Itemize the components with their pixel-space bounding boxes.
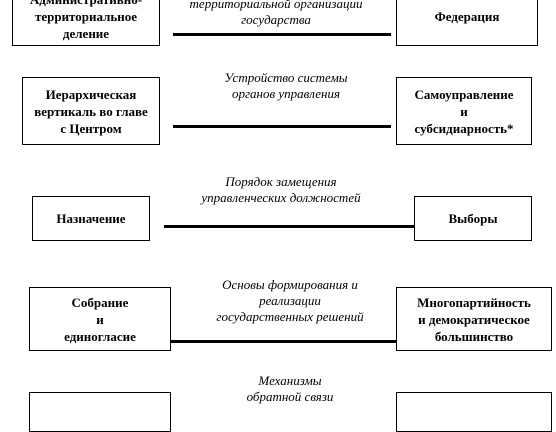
row5-label: Механизмы обратной связи xyxy=(246,373,334,404)
row1-label: территориальной организации государства xyxy=(189,0,363,27)
row5-right-box xyxy=(396,392,552,432)
row4-right-box: Многопартийность и демократическое больш… xyxy=(396,287,552,351)
row3-label: Порядок замещения управленческих должнос… xyxy=(201,174,361,205)
row5-left-box xyxy=(29,392,171,432)
row2-right-box: Самоуправление и субсидиарность* xyxy=(396,77,532,145)
row3-right-box: Выборы xyxy=(414,196,532,241)
row2-label: Устройство системы органов управления xyxy=(224,70,348,101)
row4-label: Основы формирования и реализации государ… xyxy=(216,277,364,324)
row2-left-box: Иерархическая вертикаль во главе с Центр… xyxy=(22,77,160,145)
row4-connector xyxy=(171,340,396,343)
row3-left-box: Назначение xyxy=(32,196,150,241)
row1-right-box: Федерация xyxy=(396,0,538,46)
row1-left-box: Административно- территориальное деление xyxy=(12,0,160,46)
row3-connector xyxy=(164,225,414,228)
row2-connector xyxy=(173,125,391,128)
row4-left-box: Собрание и единогласие xyxy=(29,287,171,351)
row1-connector xyxy=(173,33,391,36)
